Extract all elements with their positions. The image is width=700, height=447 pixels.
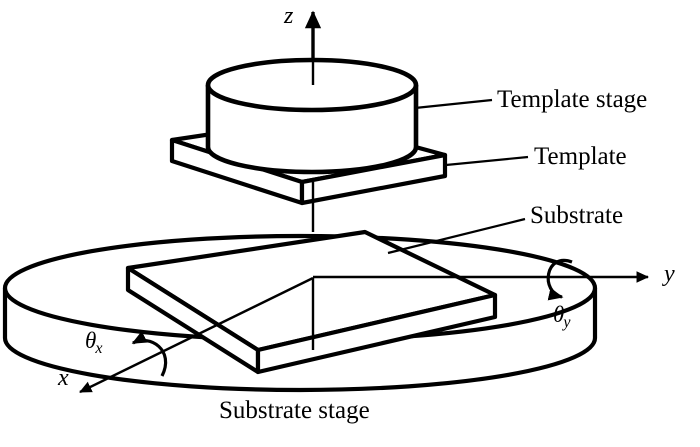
label-template: Template (534, 143, 627, 170)
theta-x-rotation-arrow (131, 331, 168, 377)
label-axis-z: z (284, 3, 294, 29)
theta-y-symbol: θ (553, 302, 565, 327)
substrate-plate (125, 229, 498, 375)
label-theta-x: θx (85, 329, 102, 357)
theta-y-subscript: y (563, 313, 571, 331)
label-theta-y: θy (553, 303, 570, 331)
theta-y-rotation-arrow (546, 258, 573, 301)
leader-substrate (387, 217, 526, 255)
label-axis-y: y (664, 261, 675, 287)
theta-x-symbol: θ (85, 328, 97, 353)
substrate-front-face (255, 292, 498, 375)
label-substrate-stage: Substrate stage (219, 397, 370, 424)
label-substrate: Substrate (530, 202, 624, 229)
x-axis-arrow (79, 276, 314, 394)
leader-lines (387, 98, 529, 255)
template-front-face (299, 152, 448, 206)
theta-x-subscript: x (95, 339, 103, 357)
leader-template (445, 155, 529, 167)
label-template-stage: Template stage (497, 86, 648, 113)
leader-template-stage (414, 98, 493, 110)
label-axis-x: x (58, 365, 69, 391)
